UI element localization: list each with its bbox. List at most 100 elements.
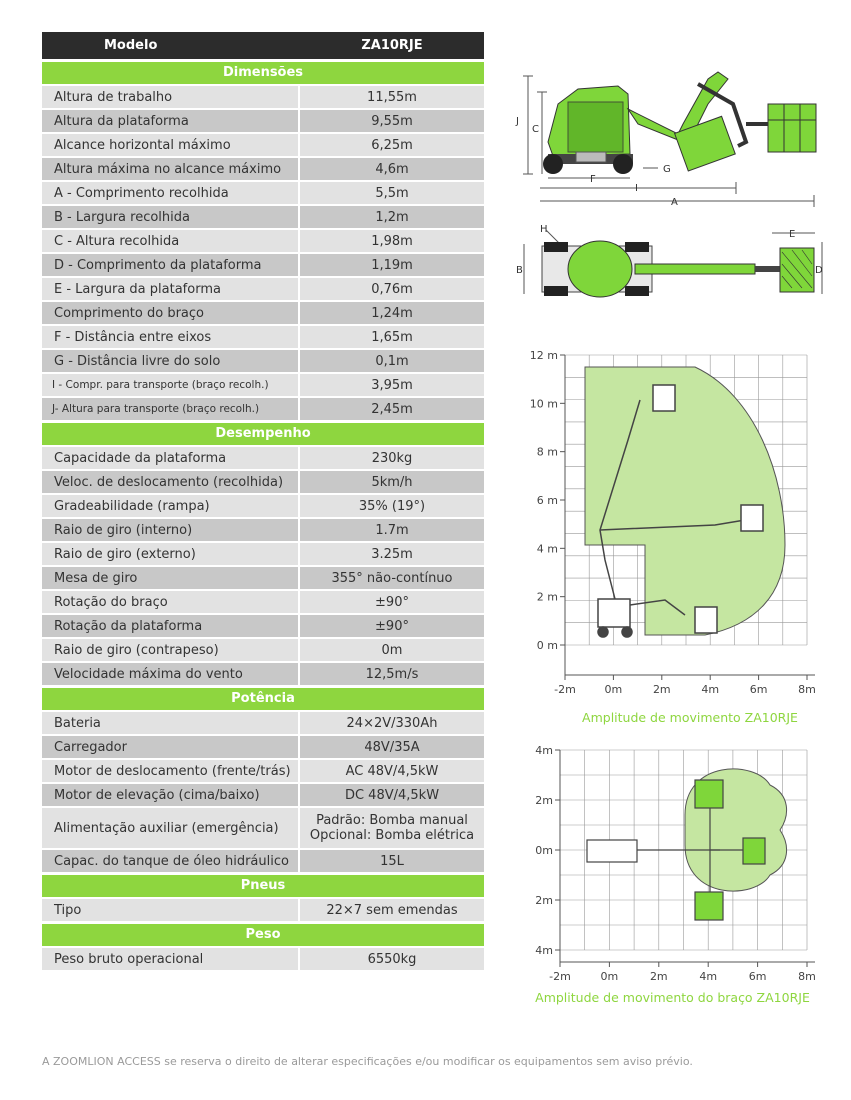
row-value-text: 35% (19°) (358, 498, 426, 514)
row-value-text: AC 48V/4,5kW (345, 763, 439, 779)
row-label: Comprimento do braço (42, 302, 298, 324)
row-value: 35% (19°) (300, 495, 484, 517)
row-value: 0,76m (300, 278, 484, 300)
table-row: Gradeabilidade (rampa)35% (19°) (42, 495, 484, 517)
table-row: Raio de giro (interno)1.7m (42, 519, 484, 541)
y-tick-label: 4m (535, 744, 553, 757)
y-tick-label: 0 m (537, 639, 558, 652)
row-label: F - Distância entre eixos (42, 326, 298, 348)
chart1-caption: Amplitude de movimento ZA10RJE (582, 710, 798, 725)
row-value: 12,5m/s (300, 663, 484, 685)
row-value-text: 1,65m (371, 329, 413, 345)
dim-label-a: A (671, 197, 678, 208)
table-row: Veloc. de deslocamento (recolhida)5km/h (42, 471, 484, 493)
row-value-text: 355° não-contínuo (331, 570, 453, 586)
row-label: Rotação do braço (42, 591, 298, 613)
row-label: B - Largura recolhida (42, 206, 298, 228)
row-value: 1,24m (300, 302, 484, 324)
row-label: Velocidade máxima do vento (42, 663, 298, 685)
x-tick-label: -2m (549, 970, 571, 980)
row-value-text: 6,25m (371, 137, 413, 153)
chart1-y-ticks: 12 m10 m8 m6 m4 m2 m0 m (530, 349, 565, 652)
row-value: ±90° (300, 615, 484, 637)
row-value-text: 1,98m (371, 233, 413, 249)
row-value-text: 48V/35A (364, 739, 420, 755)
row-label: Veloc. de deslocamento (recolhida) (42, 471, 298, 493)
y-tick-label: 4 m (537, 542, 558, 555)
table-row: Raio de giro (contrapeso)0m (42, 639, 484, 661)
table-row: Rotação da plataforma±90° (42, 615, 484, 637)
y-tick-label: 10 m (530, 397, 558, 410)
table-row: Comprimento do braço 1,24m (42, 302, 484, 324)
top-view-diagram: H E B D (516, 224, 823, 298)
table-row: Alimentação auxiliar (emergência)Padrão:… (42, 808, 484, 848)
row-value: 6,25m (300, 134, 484, 156)
row-value: 1.7m (300, 519, 484, 541)
model-value: ZA10RJE (361, 38, 423, 53)
row-value-text: 1,24m (371, 305, 413, 321)
dim-label-h: H (540, 224, 548, 235)
row-value: 1,65m (300, 326, 484, 348)
row-value-text: 15L (380, 853, 404, 869)
row-value-text: 0,76m (371, 281, 413, 297)
row-value: AC 48V/4,5kW (300, 760, 484, 782)
row-value-text: 1,19m (371, 257, 413, 273)
row-label: Carregador (42, 736, 298, 758)
disclaimer-footer: A ZOOMLION ACCESS se reserva o direito d… (42, 1055, 693, 1068)
side-view-diagram: J C F G I A (515, 71, 817, 208)
row-value: 11,55m (300, 86, 484, 108)
row-value-text: 9,55m (371, 113, 413, 129)
row-label: Motor de elevação (cima/baixo) (42, 784, 298, 806)
working-envelope-area (584, 366, 786, 636)
row-label: J- Altura para transporte (braço recolh.… (42, 398, 298, 420)
dim-label-f: F (590, 174, 596, 185)
section-header: Potência (42, 688, 484, 710)
row-value-text: 3.25m (371, 546, 413, 562)
row-value-text: DC 48V/4,5kW (344, 787, 440, 803)
row-value-text: 4,6m (375, 161, 409, 177)
section-header: Peso (42, 924, 484, 946)
row-value-text: 0,1m (375, 353, 409, 369)
row-value: DC 48V/4,5kW (300, 784, 484, 806)
row-label: Altura de trabalho (42, 86, 298, 108)
row-value: 3.25m (300, 543, 484, 565)
table-row: Rotação do braço±90° (42, 591, 484, 613)
y-tick-label: 2m (535, 794, 553, 807)
row-label: Altura da plataforma (42, 110, 298, 132)
row-value: 24×2V/330Ah (300, 712, 484, 734)
row-value: 48V/35A (300, 736, 484, 758)
row-value-text: 1.7m (375, 522, 409, 538)
row-value: 0,1m (300, 350, 484, 372)
section-header: Desempenho (42, 423, 484, 445)
x-tick-label: 6m (749, 970, 767, 980)
row-value: 1,19m (300, 254, 484, 276)
row-label: D - Comprimento da plataforma (42, 254, 298, 276)
table-row: Carregador 48V/35A (42, 736, 484, 758)
y-tick-label: 8 m (537, 446, 558, 459)
row-label: I - Compr. para transporte (braço recolh… (42, 374, 298, 396)
row-value: 15L (300, 850, 484, 872)
table-row: J- Altura para transporte (braço recolh.… (42, 398, 484, 420)
row-label: Motor de deslocamento (frente/trás) (42, 760, 298, 782)
row-value-text: Padrão: Bomba manual (316, 813, 468, 828)
row-value: 3,95m (300, 374, 484, 396)
y-tick-label: 6 m (537, 494, 558, 507)
x-tick-label: 6m (750, 683, 768, 695)
row-label: Rotação da plataforma (42, 615, 298, 637)
row-value: ±90° (300, 591, 484, 613)
table-row: Raio de giro (externo)3.25m (42, 543, 484, 565)
x-tick-label: 8m (798, 970, 816, 980)
table-row: Altura da plataforma 9,55m (42, 110, 484, 132)
dim-label-d: D (815, 265, 823, 276)
row-value-text: 3,95m (371, 377, 413, 393)
